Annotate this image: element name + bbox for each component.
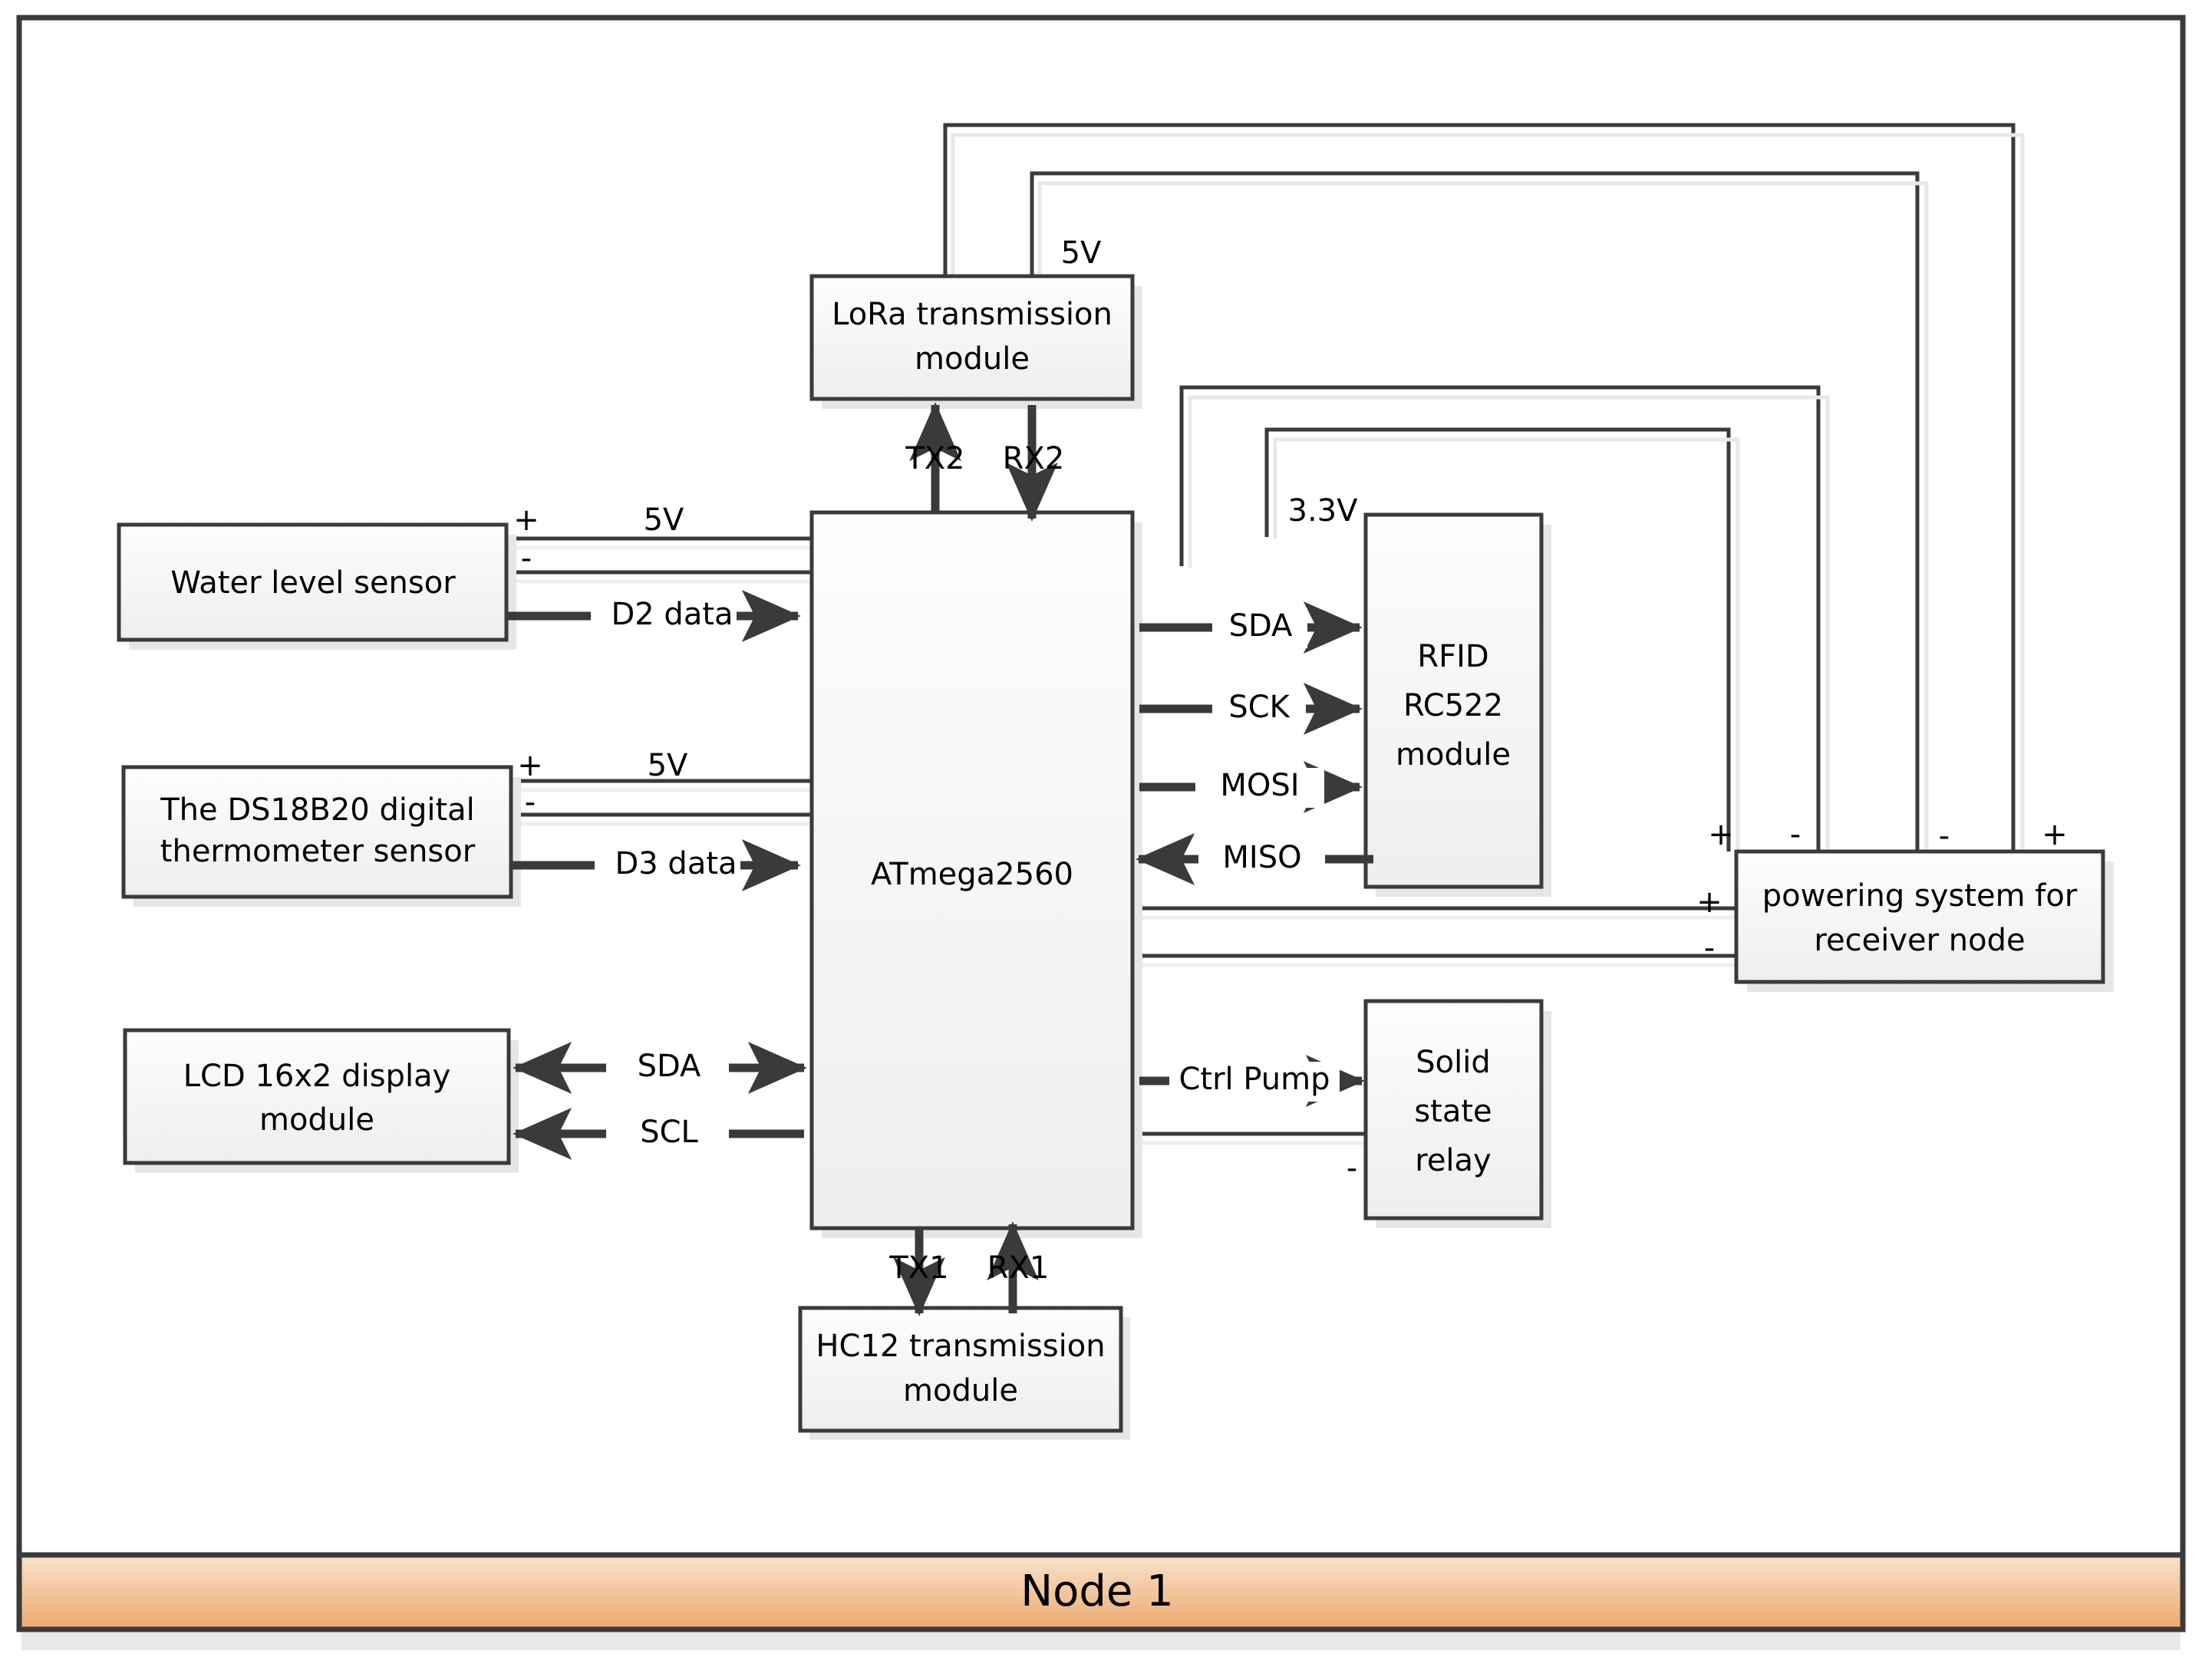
label-lcd-scl: SCL (640, 1115, 698, 1150)
rfid-33v-outer-route (1179, 385, 1821, 852)
block-label-line2: module (259, 1102, 374, 1138)
label-ctrl-pump: Ctrl Pump (1178, 1062, 1330, 1097)
lora-5v-plus-route (943, 123, 2016, 852)
label-rfid-miso: MISO (1222, 840, 1301, 875)
label-water-5v: 5V (644, 502, 684, 538)
block-label-line3: module (1396, 737, 1511, 772)
label-water-plus: + (513, 502, 539, 538)
block-rfid-rc522-module[interactable]: RFID RC522 module (1363, 512, 1544, 889)
label-power-top-minus-1: - (1790, 817, 1801, 852)
block-label-line1: Solid (1416, 1045, 1490, 1080)
block-label-line2: thermometer sensor (160, 834, 476, 869)
banner-title: Node 1 (1020, 1566, 1174, 1616)
block-atmega2560[interactable]: ATmega2560 (809, 510, 1135, 1230)
block-label-line2: RC522 (1403, 688, 1503, 723)
block-powering-system-receiver-node[interactable]: powering system for receiver node (1734, 849, 2105, 984)
power-bus-route-shadows (951, 133, 2025, 856)
label-rx1: RX1 (987, 1250, 1050, 1286)
block-water-level-sensor[interactable]: Water level sensor (117, 522, 509, 642)
block-label-line1: HC12 transmission (816, 1329, 1105, 1364)
signal-labels: 5V + - D2 data 5V + - D3 data SDA SCL TX… (513, 236, 2068, 1286)
left-power-lines (506, 536, 812, 817)
label-d2-data: D2 data (611, 597, 733, 632)
block-label-line2: state (1414, 1094, 1492, 1129)
block-label-line2: module (915, 341, 1030, 377)
label-power-top-plus-2: + (2042, 817, 2068, 852)
label-rfid-sck: SCK (1228, 690, 1291, 725)
label-power-top-plus-1: + (1708, 817, 1734, 852)
label-ds-minus: - (525, 785, 536, 820)
rfid-33v-inner-route (1264, 427, 1731, 852)
label-rx2: RX2 (1003, 441, 1065, 476)
block-lora-transmission-module[interactable]: LoRa transmission module (809, 274, 1135, 401)
label-power-in-plus: + (1696, 884, 1722, 920)
label-water-minus: - (521, 541, 532, 576)
atmega-power-lines (1132, 906, 1736, 958)
block-label-line2: module (903, 1373, 1018, 1408)
label-ds-plus: + (517, 748, 543, 783)
block-lcd-display-module[interactable]: LCD 16x2 display module (123, 1028, 511, 1165)
block-label: Water level sensor (170, 565, 456, 601)
atmega-power-line-shadows (1138, 915, 1743, 967)
label-power-in-minus: - (1704, 931, 1715, 966)
label-relay-minus: - (1347, 1151, 1357, 1186)
block-label-line1: LCD 16x2 display (183, 1059, 451, 1094)
signal-arrows (506, 402, 1373, 1316)
block-solid-state-relay[interactable]: Solid state relay (1363, 999, 1544, 1220)
label-lora-5v: 5V (1061, 236, 1102, 271)
block-label-line1: powering system for (1762, 878, 2078, 914)
label-rfid-sda: SDA (1229, 608, 1293, 644)
block-label-line2: receiver node (1814, 923, 2025, 958)
footer-banner: Node 1 (16, 1552, 2186, 1650)
label-power-top-minus-2: - (1939, 819, 1950, 854)
label-lcd-sda: SDA (638, 1049, 701, 1084)
block-label-line1: LoRa transmission (832, 297, 1113, 332)
block-hc12-transmission-module[interactable]: HC12 transmission module (798, 1306, 1123, 1433)
block-label-line1: RFID (1417, 639, 1488, 674)
label-rfid-33v: 3.3V (1288, 493, 1359, 529)
label-tx1: TX1 (888, 1250, 948, 1286)
label-ds-5v: 5V (648, 748, 688, 783)
lora-5v-minus-route (1030, 171, 1920, 852)
block-ds18b20-sensor[interactable]: The DS18B20 digital thermometer sensor (121, 765, 513, 899)
label-d3-data: D3 data (615, 846, 737, 881)
left-power-line-shadows (513, 545, 821, 826)
label-tx2: TX2 (905, 441, 964, 476)
block-label-line3: relay (1415, 1143, 1491, 1178)
power-bus-routes (943, 123, 2016, 852)
label-rfid-mosi: MOSI (1220, 768, 1299, 803)
block-label-line1: The DS18B20 digital (160, 792, 475, 828)
block-label: ATmega2560 (871, 857, 1073, 892)
